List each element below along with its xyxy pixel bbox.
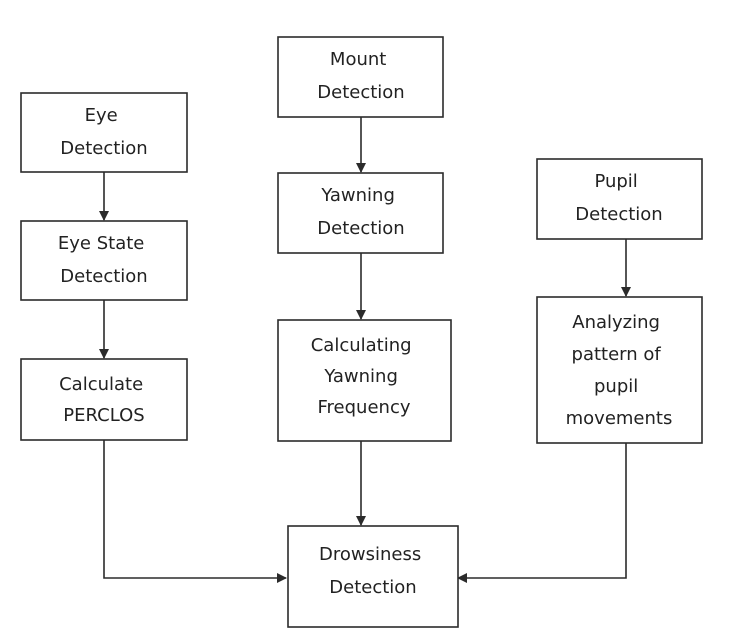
node-analyzing-pupil-movements-line-3: pupil	[594, 376, 638, 397]
node-eye-state-detection: Eye State Detection	[20, 220, 188, 301]
node-mount-detection-line-1: Mount	[330, 49, 386, 70]
node-drowsiness-detection-line-1: Drowsiness	[319, 544, 421, 565]
svg-text:Analyzing pattern of: Analyzing pattern of pupil movements	[566, 312, 673, 429]
edge-analyzing-to-drowsiness	[457, 443, 627, 583]
node-calculate-perclos-line-2: PERCLOS	[63, 405, 144, 426]
node-calculate-perclos-line-1: Calculate	[59, 374, 143, 395]
svg-text:Drowsiness Detection: Drowsiness Detection	[319, 544, 427, 598]
node-analyzing-pupil-movements: Analyzing pattern of pupil movements	[536, 296, 703, 444]
edge-perclos-to-drowsiness	[103, 440, 287, 583]
node-calculating-yawning-frequency: Calculating Yawning Frequency	[277, 319, 452, 442]
node-pupil-detection-line-1: Pupil	[594, 171, 637, 192]
node-calculating-yawning-frequency-line-2: Yawning	[323, 366, 398, 387]
svg-text:Calculate PERCLOS: Calculate PERCLOS	[59, 374, 149, 426]
flowchart-edges	[99, 117, 631, 583]
svg-text:Calculating Yawning: Calculating Yawning Frequency	[311, 335, 418, 418]
svg-text:Mount Detection: Mount Detection	[317, 49, 404, 103]
node-calculating-yawning-frequency-line-1: Calculating	[311, 335, 412, 356]
node-mount-detection: Mount Detection	[277, 36, 444, 118]
node-analyzing-pupil-movements-line-1: Analyzing	[572, 312, 660, 333]
node-analyzing-pupil-movements-line-2: pattern of	[572, 344, 662, 365]
svg-text:Eye Detection: Eye Detection	[60, 105, 147, 159]
node-eye-state-detection-line-2: Detection	[60, 266, 147, 287]
svg-text:Pupil Detection: Pupil Detection	[575, 171, 662, 225]
node-yawning-detection-line-1: Yawning	[320, 185, 395, 206]
node-pupil-detection: Pupil Detection	[536, 158, 703, 240]
node-calculate-perclos: Calculate PERCLOS	[20, 358, 188, 441]
svg-text:Yawning Detection: Yawning Detection	[317, 185, 404, 239]
node-yawning-detection-line-2: Detection	[317, 218, 404, 239]
node-eye-detection-line-1: Eye	[85, 105, 118, 126]
node-eye-state-detection-line-1: Eye State	[58, 233, 144, 254]
node-eye-detection-line-2: Detection	[60, 138, 147, 159]
node-eye-detection: Eye Detection	[20, 92, 188, 173]
node-pupil-detection-line-2: Detection	[575, 204, 662, 225]
node-drowsiness-detection-line-2: Detection	[329, 577, 416, 598]
node-yawning-detection: Yawning Detection	[277, 172, 444, 254]
node-drowsiness-detection: Drowsiness Detection	[287, 525, 459, 628]
svg-text:Eye State Detection: Eye State Detection	[58, 233, 150, 287]
node-analyzing-pupil-movements-line-4: movements	[566, 408, 673, 429]
node-calculating-yawning-frequency-line-3: Frequency	[318, 397, 411, 418]
node-mount-detection-line-2: Detection	[317, 82, 404, 103]
